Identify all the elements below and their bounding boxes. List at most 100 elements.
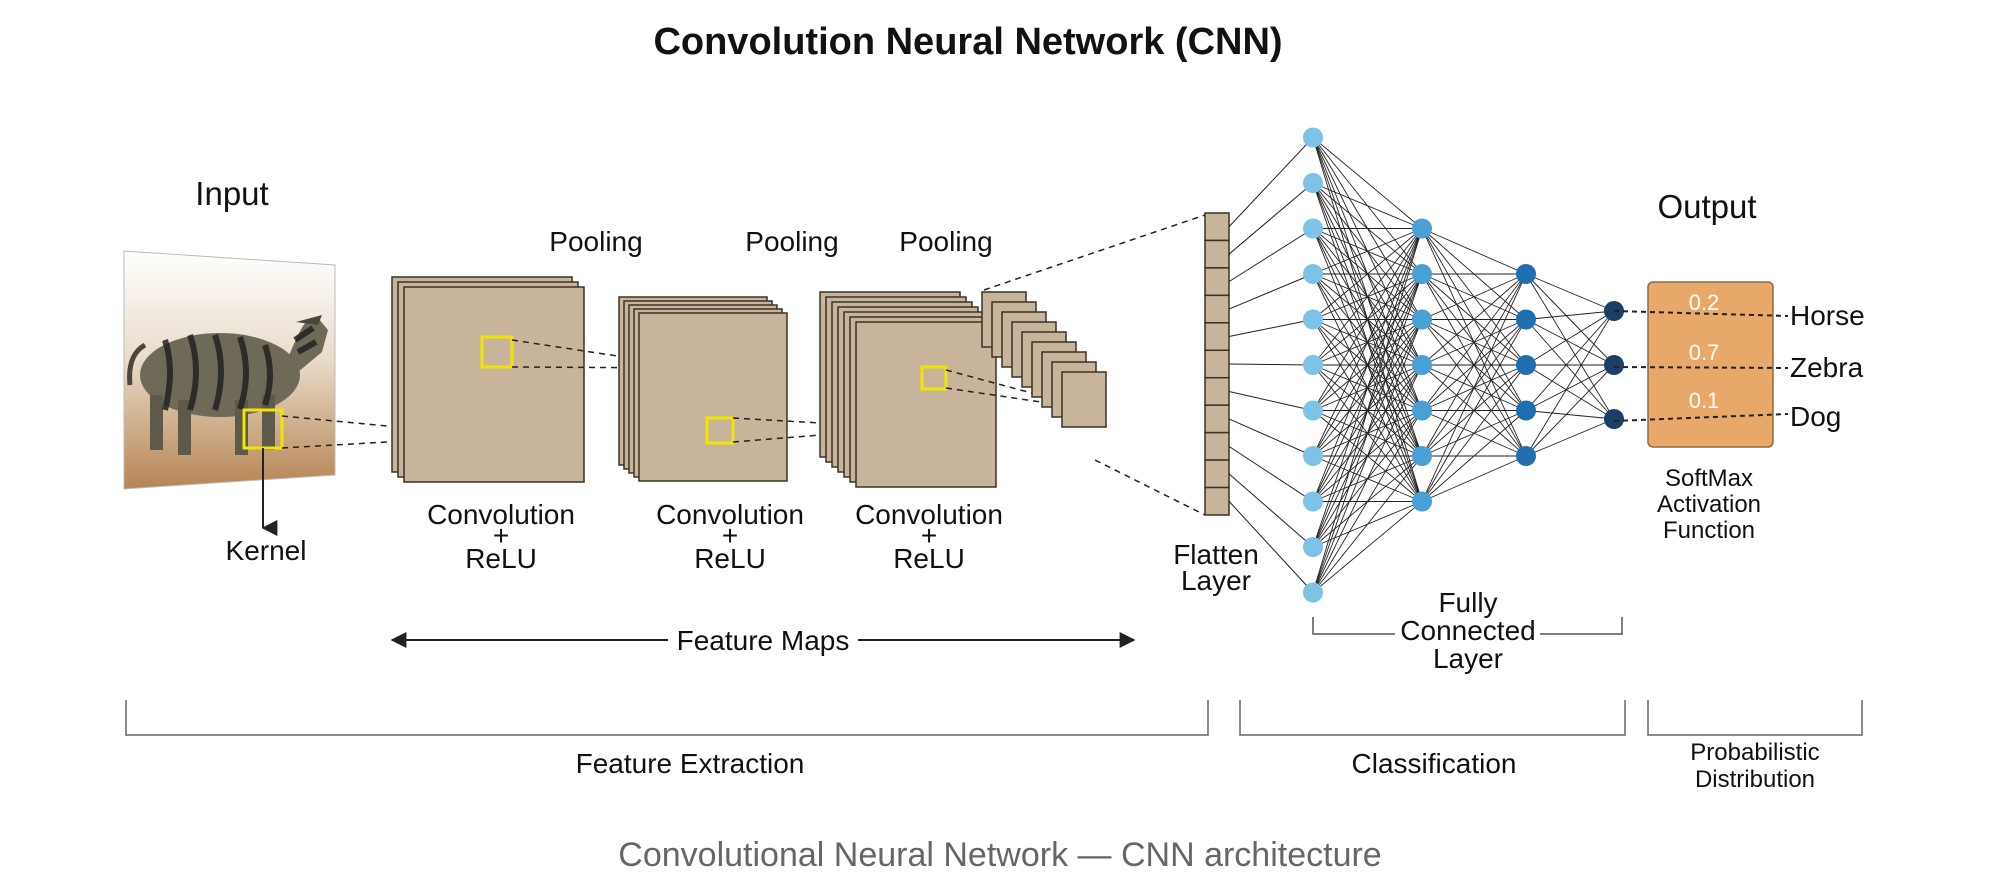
connection xyxy=(1312,228,1423,502)
connection xyxy=(1525,364,1615,457)
neuron xyxy=(1412,446,1432,466)
pooled-feature-stack xyxy=(981,291,1107,428)
neuron xyxy=(1303,537,1323,557)
softmax-label-line3: Function xyxy=(1663,517,1755,544)
connection xyxy=(1525,273,1615,366)
connection xyxy=(1228,445,1314,502)
pooling-label-3: Pooling xyxy=(899,226,992,257)
connection xyxy=(1312,273,1423,593)
neuron xyxy=(1303,355,1323,375)
neuron xyxy=(1412,264,1432,284)
diagram-title: Convolution Neural Network (CNN) xyxy=(653,21,1282,63)
connection xyxy=(1312,228,1423,320)
connection xyxy=(1312,364,1423,593)
classification-label: Classification xyxy=(1352,748,1517,779)
svg-text:+: + xyxy=(493,520,509,551)
connection xyxy=(1525,319,1615,420)
flatten-cell xyxy=(1204,376,1230,406)
connection xyxy=(1525,364,1615,411)
flatten-cell xyxy=(1204,431,1230,461)
feature-extraction-bracket xyxy=(125,700,1209,736)
neuron xyxy=(1303,491,1323,512)
connection xyxy=(1228,182,1314,255)
connection xyxy=(1421,273,1527,502)
connection xyxy=(1312,410,1423,593)
neuron xyxy=(1604,355,1624,375)
output-prob-zebra: 0.7 xyxy=(1689,340,1720,365)
flatten-cell xyxy=(1204,239,1230,269)
feature-map-stack-1 xyxy=(391,276,585,483)
connection xyxy=(1312,228,1423,411)
connection xyxy=(1421,273,1527,411)
neuron xyxy=(1412,309,1432,330)
output-prob-dog: 0.1 xyxy=(1689,388,1720,413)
neuron xyxy=(1303,309,1323,330)
softmax-box xyxy=(1647,281,1774,448)
connection xyxy=(1228,500,1314,593)
connection xyxy=(1525,319,1615,366)
neuron xyxy=(1412,400,1432,421)
neuron xyxy=(1604,409,1624,429)
svg-text:+: + xyxy=(722,520,738,551)
neuron xyxy=(1303,264,1323,284)
connection xyxy=(1421,364,1527,502)
svg-text:ReLU: ReLU xyxy=(893,543,965,574)
probabilistic-label-line2: Distribution xyxy=(1695,766,1815,793)
softmax-label-line2: Activation xyxy=(1657,491,1761,518)
connection xyxy=(1525,410,1615,420)
svg-text:Convolution: Convolution xyxy=(855,499,1003,530)
kernel-label: Kernel xyxy=(226,535,307,566)
output-class-horse: Horse xyxy=(1790,300,1865,331)
conv-label-3: Convolution + ReLU xyxy=(855,499,1003,574)
kernel-box xyxy=(705,416,735,445)
connection xyxy=(1312,228,1423,593)
svg-text:Convolution: Convolution xyxy=(427,499,575,530)
probabilistic-bracket xyxy=(1647,700,1863,736)
fc-label-line3: Layer xyxy=(1433,643,1503,674)
connection xyxy=(1312,228,1423,548)
connection xyxy=(1421,273,1527,457)
connection xyxy=(1228,390,1314,411)
flatten-cell xyxy=(1204,212,1230,242)
connection xyxy=(1421,319,1527,502)
svg-text:ReLU: ReLU xyxy=(465,543,537,574)
flatten-layer xyxy=(1204,212,1230,516)
neuron xyxy=(1516,400,1536,421)
connection xyxy=(1421,455,1527,502)
flatten-cell xyxy=(1204,294,1230,324)
connection xyxy=(1525,273,1615,420)
svg-text:+: + xyxy=(921,520,937,551)
feature-map-stack-2 xyxy=(618,296,788,482)
output-label: Output xyxy=(1657,188,1756,225)
flatten-cell xyxy=(1204,349,1230,379)
connection xyxy=(1312,501,1423,593)
neuron xyxy=(1412,355,1432,375)
output-class-zebra: Zebra xyxy=(1790,352,1864,383)
flatten-cell xyxy=(1204,404,1230,434)
neuron xyxy=(1303,173,1323,193)
feature-map xyxy=(855,321,997,488)
input-image xyxy=(123,250,336,490)
fc-connections xyxy=(1228,137,1615,593)
feature-extraction-label: Feature Extraction xyxy=(576,748,805,779)
neuron xyxy=(1303,127,1323,148)
feature-map xyxy=(638,312,788,482)
connection xyxy=(1228,319,1314,338)
feature-maps-label: Feature Maps xyxy=(677,625,850,656)
connection xyxy=(1312,228,1423,275)
figure-caption: Convolutional Neural Network — CNN archi… xyxy=(618,836,1381,874)
flatten-label-line1: Flatten xyxy=(1173,539,1259,570)
fc-label-line1: Fully xyxy=(1438,587,1497,618)
neuron xyxy=(1516,264,1536,284)
connection xyxy=(1228,137,1314,228)
connection xyxy=(1525,310,1615,457)
neuron xyxy=(1303,582,1323,603)
classification-bracket xyxy=(1239,700,1626,736)
flatten-cell xyxy=(1204,459,1230,489)
svg-text:ReLU: ReLU xyxy=(694,543,766,574)
feature-map-stack-3 xyxy=(819,291,997,488)
neuron xyxy=(1412,218,1432,239)
neuron xyxy=(1412,491,1432,512)
connection xyxy=(1228,473,1314,548)
